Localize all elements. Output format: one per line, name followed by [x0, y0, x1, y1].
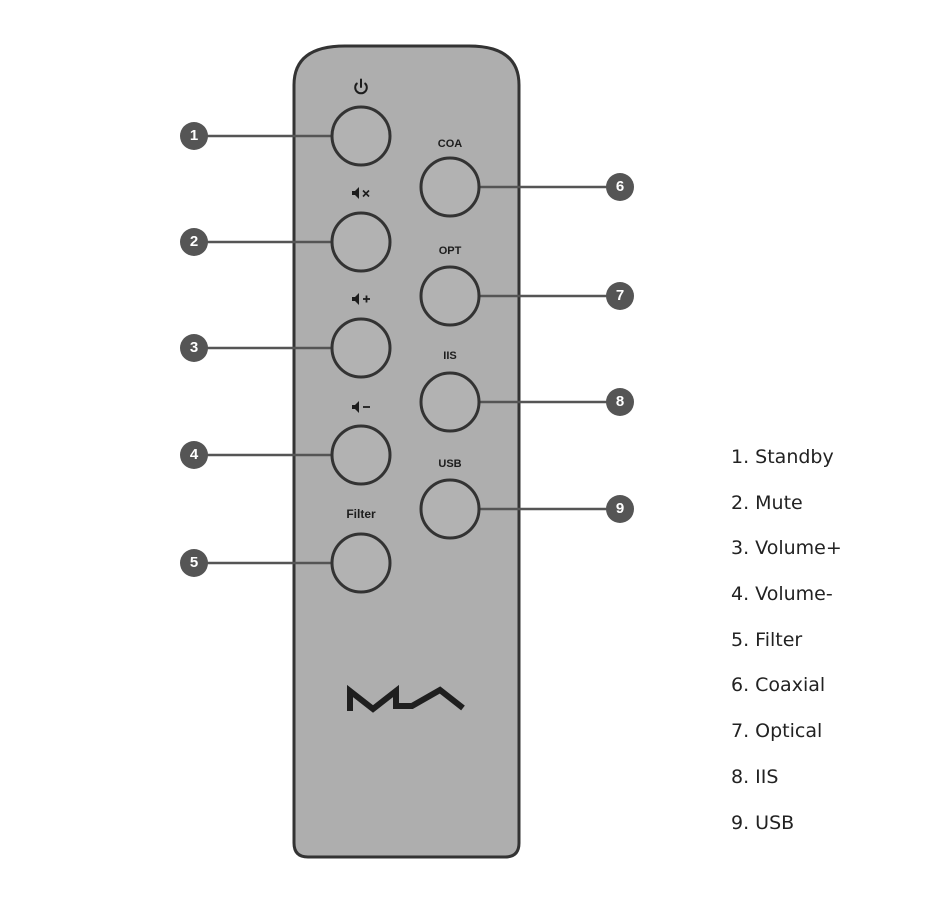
legend-item: 1. Standby	[731, 446, 834, 468]
legend-item: 9. USB	[731, 811, 795, 834]
callout-circle-3	[180, 334, 208, 362]
legend-item: 7. Optical	[731, 720, 823, 743]
callout-circle-9	[606, 495, 634, 523]
right-buttons	[419, 156, 481, 540]
volume-up-button[interactable]	[330, 317, 392, 379]
volume-down-button[interactable]	[330, 424, 392, 486]
legend-item: 3. Volume+	[731, 537, 842, 560]
callout-circle-6	[606, 173, 634, 201]
legend-item: 2. Mute	[731, 491, 803, 514]
standby-button[interactable]	[330, 105, 392, 167]
callout-number-8: 8	[615, 393, 625, 410]
volume-up-icon	[352, 293, 370, 305]
callout-number-7: 7	[615, 287, 625, 304]
callout-number-4: 4	[189, 446, 199, 463]
button-legend: 1. Standby 2. Mute 3. Volume+ 4. Volume-…	[731, 443, 842, 854]
usb-button-label: USB	[438, 458, 462, 470]
callout-circle-8	[606, 388, 634, 416]
mute-icon	[352, 187, 370, 199]
iis-button-label: IIS	[443, 350, 457, 362]
callout-number-1: 1	[189, 127, 199, 144]
callout-circle-4	[180, 441, 208, 469]
left-buttons	[330, 105, 392, 594]
callout-number-2: 2	[189, 233, 199, 250]
legend-item: 8. IIS	[731, 765, 779, 788]
callout-number-5: 5	[189, 554, 199, 571]
leader-lines	[194, 134, 620, 565]
callout-circle-2	[180, 228, 208, 256]
mute-button[interactable]	[330, 211, 392, 273]
legend-item: 4. Volume-	[731, 583, 833, 606]
iis-button[interactable]	[419, 371, 481, 433]
optical-button[interactable]	[419, 265, 481, 327]
power-icon	[354, 78, 368, 95]
callout-number-6: 6	[615, 178, 625, 195]
callout-circle-1	[180, 122, 208, 150]
coaxial-button-label: COA	[437, 138, 463, 150]
coaxial-button[interactable]	[419, 156, 481, 218]
filter-button-label: Filter	[346, 507, 376, 521]
optical-button-label: OPT	[438, 245, 462, 257]
legend-item: 6. Coaxial	[731, 674, 826, 697]
callout-number-3: 3	[189, 339, 199, 356]
ma-logo	[347, 684, 465, 713]
volume-down-icon	[352, 401, 370, 413]
callout-number-9: 9	[615, 500, 625, 517]
callout-circle-5	[180, 549, 208, 577]
usb-button[interactable]	[419, 478, 481, 540]
filter-button[interactable]	[330, 532, 392, 594]
remote-body	[292, 44, 521, 859]
callout-circle-7	[606, 282, 634, 310]
legend-item: 5. Filter	[731, 628, 803, 651]
callout-circles	[180, 122, 634, 577]
